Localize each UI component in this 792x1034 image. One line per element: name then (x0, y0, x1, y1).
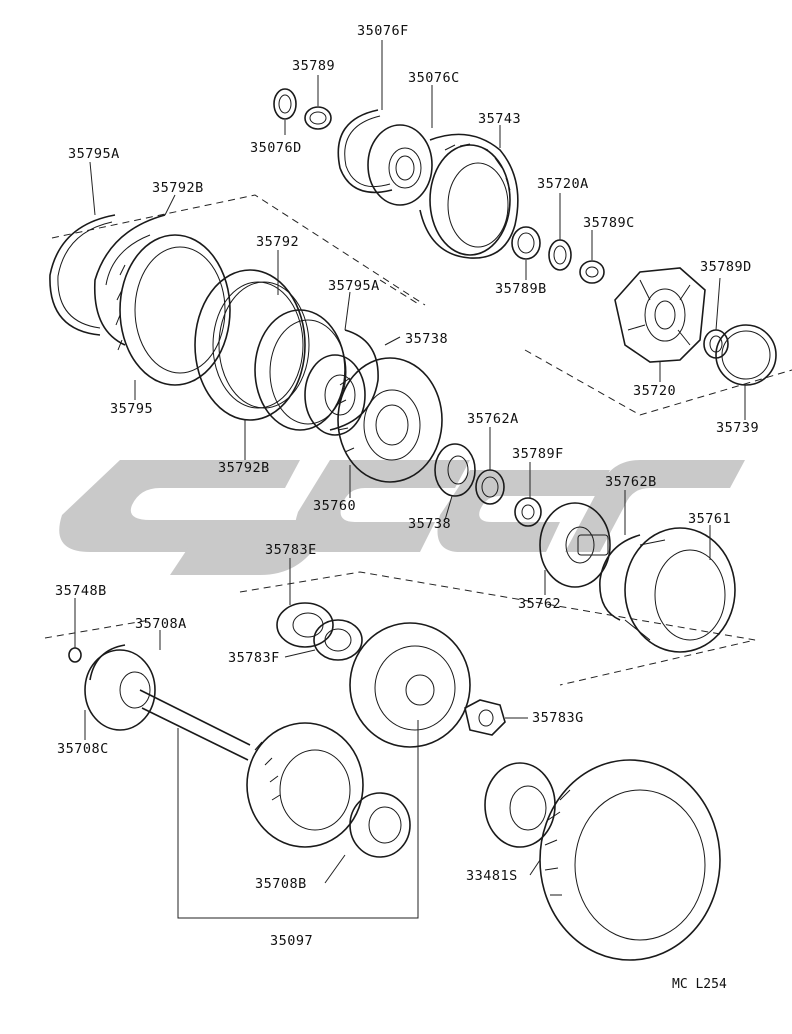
label-35762: 35762 (518, 596, 561, 612)
part-35795-clutch-drum (115, 234, 231, 386)
label-35789: 35789 (292, 58, 335, 74)
label-35743: 35743 (478, 111, 521, 127)
label-35076c: 35076C (408, 70, 460, 86)
label-35795a-mid: 35795A (328, 278, 380, 294)
part-35789c-washer (579, 260, 605, 284)
part-33481s-bearing (484, 762, 556, 848)
label-35738-bot: 35738 (408, 516, 451, 532)
part-35708c-bearing (84, 649, 156, 731)
label-35720a: 35720A (537, 176, 589, 192)
label-35760: 35760 (313, 498, 356, 514)
part-35795a-snap-ring-mid (329, 329, 379, 431)
part-35783g-nut (464, 699, 506, 736)
label-35783g: 35783G (532, 710, 584, 726)
label-35076d: 35076D (250, 140, 302, 156)
part-35708b-bearing (349, 792, 411, 858)
part-35739-thrust-plate (715, 324, 777, 386)
part-labels: 35076F 35789 35076C 35743 35076D 35795A … (55, 23, 759, 992)
part-35792b-clutch-plate-lower (254, 309, 347, 431)
label-35792: 35792 (256, 234, 299, 250)
part-35789f-washer (514, 497, 542, 527)
part-35097-counter-shaft (139, 689, 364, 848)
label-35783f: 35783F (228, 650, 280, 666)
label-35792b-bot: 35792B (218, 460, 270, 476)
label-35738-top: 35738 (405, 331, 448, 347)
label-35789c: 35789C (583, 215, 635, 231)
assembly-guide-lines (44, 194, 792, 686)
label-35762b: 35762B (605, 474, 657, 490)
label-35708a: 35708A (135, 616, 187, 632)
part-35076d-washer (273, 88, 297, 120)
label-33481s: 33481S (466, 868, 518, 884)
part-35783f-bearing (313, 619, 363, 661)
part-35789b-washer (511, 226, 541, 260)
diagram-code: MC L254 (672, 977, 727, 992)
label-35789f: 35789F (512, 446, 564, 462)
part-35760-one-way-clutch (335, 357, 443, 483)
label-35795: 35795 (110, 401, 153, 417)
label-35739: 35739 (716, 420, 759, 436)
label-35076f: 35076F (357, 23, 409, 39)
part-35738-washer (434, 443, 476, 497)
part-35792b-clutch-plate (93, 214, 166, 346)
label-35783e: 35783E (265, 542, 317, 558)
label-35762a: 35762A (467, 411, 519, 427)
part-35076c-hub (367, 124, 433, 206)
watermark-logo (59, 460, 745, 575)
part-35792-clutch-discs (194, 269, 310, 421)
label-35789d: 35789D (700, 259, 752, 275)
part-35743-drum (419, 133, 519, 259)
label-35789b: 35789B (495, 281, 547, 297)
part-ring-gear-housing (539, 759, 721, 961)
part-35076f-snap-ring (337, 109, 393, 194)
label-35708c: 35708C (57, 741, 109, 757)
part-35762b-snap-ring (599, 534, 641, 621)
leader-lines (74, 40, 746, 919)
part-35789-washer (304, 106, 332, 130)
label-35097: 35097 (270, 933, 313, 949)
label-35708b: 35708B (255, 876, 307, 892)
label-35761: 35761 (688, 511, 731, 527)
label-35795a-top: 35795A (68, 146, 120, 162)
part-35748b-snap-ring (68, 647, 82, 663)
part-35795a-snap-ring-top (49, 214, 116, 336)
part-35720-planetary-carrier (614, 267, 706, 363)
label-35792b-top: 35792B (152, 180, 204, 196)
part-35761-ring-gear (624, 527, 736, 653)
part-35762-sun-gear (539, 502, 611, 588)
part-35720a-bearing (548, 239, 572, 271)
label-35748b: 35748B (55, 583, 107, 599)
part-35783-counter-driven-gear (349, 622, 471, 748)
part-35738-hub (304, 354, 366, 436)
label-35720: 35720 (633, 383, 676, 399)
